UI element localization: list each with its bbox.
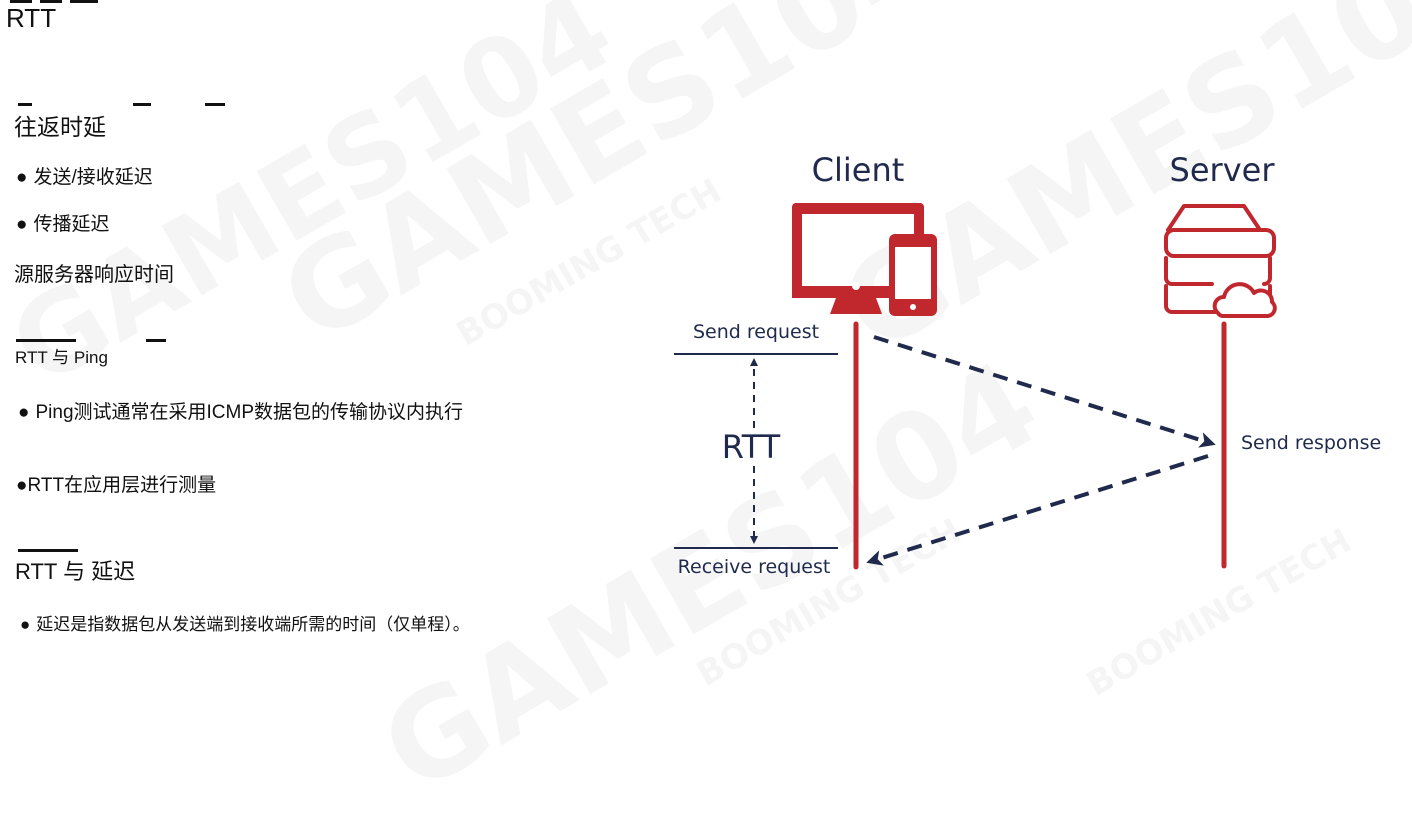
send-request-label: Send request (693, 321, 819, 343)
text-artifact (205, 103, 225, 106)
list-item-text: RTT在应用层进行测量 (27, 475, 217, 496)
rtt-label: RTT (722, 428, 781, 466)
text-artifact (10, 0, 32, 3)
list-item: 传播延迟 (16, 209, 109, 236)
section-heading-rtt-vs-ping: RTT 与 Ping (15, 348, 108, 367)
text-artifact (40, 0, 62, 3)
rtt-sequence-diagram: Client Server Send request Receive reque… (674, 151, 1381, 578)
list-item: Ping测试通常在采用ICMP数据包的传输协议内执行 (18, 397, 463, 424)
text-artifact (70, 0, 98, 3)
request-message-arrow (873, 335, 1216, 448)
section-trailing-text: 源服务器响应时间 (14, 264, 174, 286)
section-heading-rtt-vs-latency: RTT 与 延迟 (15, 559, 136, 584)
list-item: 发送/接收延迟 (16, 162, 152, 189)
slide-title: RTT (6, 3, 57, 33)
list-item: ●RTT在应用层进行测量 (16, 470, 216, 497)
text-artifact (18, 549, 78, 552)
list-item: 延迟是指数据包从发送端到接收端所需的时间（仅单程）。 (20, 610, 470, 635)
server-stack-cloud-icon (1164, 204, 1277, 319)
server-label: Server (1170, 151, 1276, 189)
client-label: Client (812, 151, 905, 189)
bullet-glyph: ● (16, 475, 28, 496)
text-artifact (18, 103, 32, 106)
text-artifact (146, 339, 166, 342)
section-heading-round-trip-delay: 往返时延 (14, 114, 106, 140)
desktop-and-phone-icon (792, 203, 937, 316)
text-artifact (16, 339, 76, 342)
text-artifact (133, 103, 151, 106)
receive-request-label: Receive request (678, 556, 831, 578)
send-response-label: Send response (1241, 432, 1381, 454)
response-message-arrow (866, 454, 1209, 566)
